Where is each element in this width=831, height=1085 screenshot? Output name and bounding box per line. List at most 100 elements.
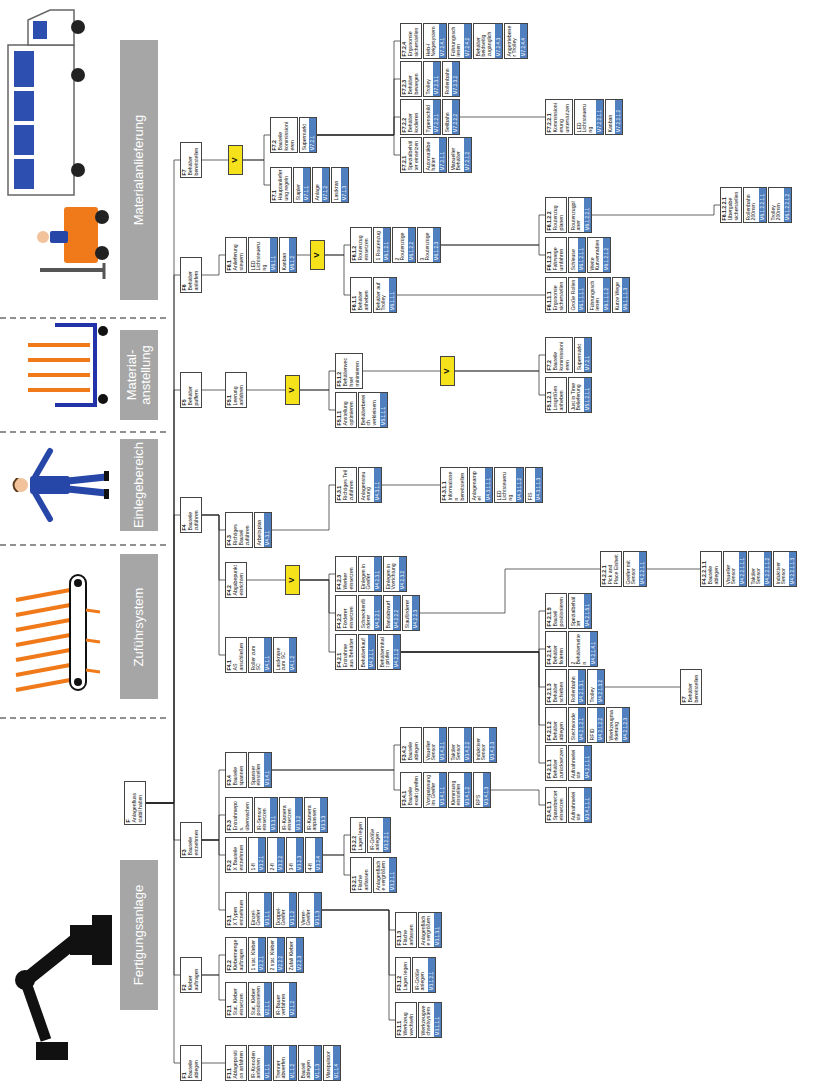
function-box: F5.1.2.1Losgrößen anheben (545, 377, 567, 413)
option-box: BehälterkaufM4.2.1.1 (358, 634, 376, 670)
option-box: LED LichtsteuerungM4.3.1.1.2 (494, 467, 524, 503)
or-junction: V (285, 565, 300, 595)
option-code: M7.1.2 (322, 168, 329, 202)
option-code: M6.1.2.2 (408, 228, 415, 262)
section-divider (0, 318, 166, 718)
tree-connector (322, 910, 395, 930)
option-code: M4.3.1.1.3 (535, 468, 542, 502)
option-box: SchneckenfördererM4.2.2.1 (358, 595, 382, 631)
tree-connector (401, 652, 545, 725)
option-box: AnlageM7.1.2 (312, 167, 330, 203)
option-box: StechsondeM4.2.1.2.1 (568, 707, 586, 743)
worker-illustration-part (68, 489, 106, 493)
function-label: Hauptanlieferung regeln (278, 170, 290, 201)
function-box: F3.4.1.1Spannbretter einsetzen (545, 787, 567, 823)
option-label: Aufnahmeleiste (569, 746, 584, 780)
function-label: Werkzeug wechseln (403, 1005, 415, 1036)
option-code: M3.4.2.1 (439, 728, 446, 762)
option-code: M4.1.2 (289, 638, 296, 672)
option-code: M3.1.3.1 (434, 913, 441, 947)
option-code: M4.1.1 (264, 638, 271, 672)
function-label: Abgabepunkt einrichten (233, 565, 245, 596)
truck-illustration-part (71, 163, 85, 177)
function-label: Behälter bereitstellen (688, 672, 700, 703)
tree-connector (247, 390, 285, 391)
option-code: M3.4.2.3 (489, 728, 496, 762)
tree-connector (300, 580, 335, 652)
tree-connector (300, 574, 335, 580)
option-label: Rollenbahn (443, 62, 452, 96)
option-code: M4.2.1.3.1 (578, 670, 585, 704)
function-label: Informationen bereitstellen (448, 470, 466, 501)
conveyor-illustration-part (74, 579, 82, 587)
option-label: RFID (588, 708, 597, 742)
conveyor-illustration-part (16, 680, 70, 690)
conveyor-illustration-part (16, 605, 70, 615)
tree-connector (202, 515, 225, 655)
function-box: F4.3.1.1Informationen bereitstellen (440, 467, 468, 503)
function-box: F3.2.2Lagen legen (350, 817, 366, 853)
option-code: M4.3.1.1.2 (516, 468, 523, 502)
option-code: M4.2.2.2 (393, 596, 400, 630)
rack-illustration-part (55, 325, 95, 405)
option-label: 4-fl (306, 838, 315, 872)
function-label: Übergabe sicherstellen (728, 190, 740, 221)
tree-connector (363, 371, 440, 372)
option-label: Typenschild (424, 100, 433, 134)
option-box: 3-flM3.2.3 (286, 837, 304, 873)
option-box: Bauteil ablegenM1.1.3 (298, 1045, 322, 1081)
option-code: M4.2.1.5.1 (584, 594, 591, 628)
function-label: Fläche anfassen (403, 915, 415, 946)
option-code: M4.2.3.2 (399, 557, 406, 591)
option-box: Manueller BehälterM7.2.1.2 (448, 137, 472, 173)
function-box: F5Behälter puffern (180, 372, 202, 408)
or-junction: V (228, 145, 243, 175)
option-box: Rollenbahn 200mmM6.1.2.2.1.1 (743, 187, 767, 223)
function-label: Behälter anheben (358, 280, 370, 311)
tree-connector (243, 160, 270, 185)
option-code: M7.2.2.1.1 (596, 100, 603, 134)
option-box: Angetriebener TrolleyM7.2.4.4 (504, 23, 528, 59)
function-label: Behälter kodieren (408, 102, 420, 133)
header-label: Material- anstellung (125, 334, 154, 416)
option-code: M3.4.1.1 (439, 773, 446, 807)
option-box: TrolleyM7.2.3.1 (423, 61, 441, 97)
option-label: Greifer mit Sensor (624, 552, 639, 586)
option-code: M4.3.1.1.1 (485, 468, 492, 502)
function-box: F3.3Entnahmepos. überwachen (225, 797, 253, 833)
tree-connector (322, 910, 395, 975)
option-box: FührungsschienenM7.2.4.2 (448, 23, 472, 59)
conveyor-illustration-part (70, 575, 86, 690)
option-label: Rollenbahn 200mm (744, 188, 759, 222)
tree-connector (272, 770, 400, 790)
function-box: F4.2Abgabepunkt einrichten (225, 562, 247, 598)
option-code: M3.4.1 (264, 753, 271, 787)
option-box: ManipulatorM1.1.4 (323, 1045, 341, 1081)
function-label: Anlagenfluss stabil halten (132, 784, 144, 823)
option-label: IR-Größe anlegen (413, 958, 428, 992)
rack-illustration-part (98, 394, 108, 404)
function-label: Behälterwechsel minimieren (343, 356, 361, 387)
tree-connector (397, 295, 545, 296)
option-code: M4.2.1.1.1 (584, 746, 591, 780)
option-box: Behälterinhalt prüfenM4.2.1.2 (377, 634, 401, 670)
option-box: Vorspannung im GreiferM3.4.1.1 (423, 772, 447, 808)
option-box: KanbanM7.2.2.1.2 (605, 99, 623, 135)
robot-illustration (15, 915, 112, 1060)
function-box: F5.1.2Behälterwechsel minimieren (335, 353, 363, 389)
worker-illustration-part (68, 477, 106, 481)
option-box: IR-Größe anlegenM3.1.2.1 (412, 957, 436, 993)
truck-illustration-part (14, 91, 34, 121)
truck-illustration-part (40, 268, 104, 272)
option-box: IR-Bauer verfahrenM2.1.2 (273, 982, 297, 1018)
option-label: Trolley (424, 62, 433, 96)
section-header: Einlegebereich (120, 439, 158, 531)
option-label: Einlegen in Greifer (359, 557, 374, 591)
worker-illustration-part (13, 478, 20, 492)
option-code: M6.1.1.1 (389, 278, 396, 312)
option-code: M7.2.1.2 (464, 138, 471, 172)
function-box: F6.1.2.1Fahrwege umfahren (545, 237, 567, 273)
function-box: F3.4.1Bauteile exakt greifen (400, 772, 422, 808)
option-label: Weite Kurvenradien (588, 238, 603, 272)
header-label: Materialanlieferung (132, 115, 146, 226)
